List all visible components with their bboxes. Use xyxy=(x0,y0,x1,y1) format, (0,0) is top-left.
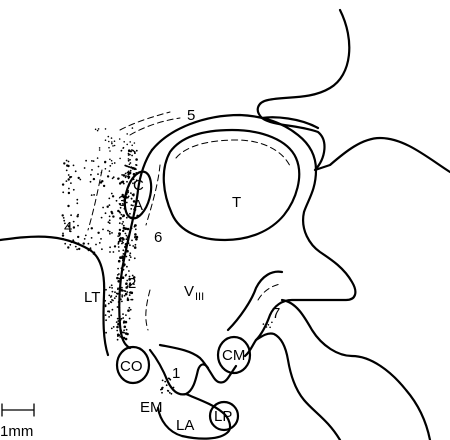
label-6: 6 xyxy=(154,229,162,246)
scale-bar-label: 1mm xyxy=(0,423,33,440)
label-3: 3 xyxy=(118,193,126,210)
label-7: 7 xyxy=(272,305,280,322)
label-5: 5 xyxy=(187,107,195,124)
label-ca-a: A xyxy=(133,197,143,214)
label-lt: LT xyxy=(84,289,100,306)
label-lp: LP xyxy=(214,408,232,425)
label-4: 4 xyxy=(64,219,72,236)
label-2: 2 xyxy=(128,275,136,292)
label-co: CO xyxy=(120,358,143,375)
label-ca-c: C xyxy=(133,177,144,194)
label-v: V xyxy=(184,283,194,300)
label-v-iii: V III xyxy=(184,283,204,303)
label-v-sub: III xyxy=(195,291,204,303)
label-em: EM xyxy=(140,399,163,416)
label-la: LA xyxy=(176,417,194,434)
label-cm: CM xyxy=(222,347,245,364)
label-1: 1 xyxy=(172,365,180,382)
label-thalamus: T xyxy=(232,194,241,211)
